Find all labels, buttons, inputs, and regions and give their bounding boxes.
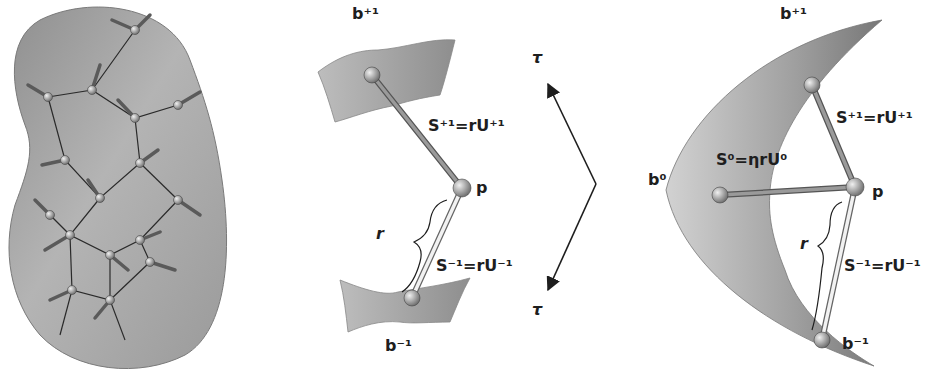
tau-arrows bbox=[548, 84, 596, 290]
surface bbox=[9, 7, 227, 369]
surface-label: b⁰ bbox=[648, 170, 666, 189]
surface-label: b⁺¹ bbox=[352, 4, 379, 23]
network-rods bbox=[28, 15, 200, 318]
brace bbox=[402, 200, 447, 292]
vector-label: S⁻¹=rU⁻¹ bbox=[844, 256, 921, 275]
surface-label: b⁻¹ bbox=[385, 336, 412, 355]
point-label: p bbox=[872, 182, 883, 201]
network-links bbox=[48, 30, 178, 340]
sheet bbox=[318, 40, 455, 122]
point-label: p bbox=[476, 178, 487, 197]
vector-label: S⁺¹=rU⁺¹ bbox=[428, 116, 505, 135]
direction-label: τ bbox=[532, 300, 542, 319]
length-label: r bbox=[800, 234, 808, 253]
sheet bbox=[340, 278, 470, 332]
surface-label: b⁺¹ bbox=[780, 4, 807, 23]
vector-label: S⁺¹=rU⁺¹ bbox=[836, 108, 913, 127]
curved-sheet bbox=[666, 20, 882, 366]
length-label: r bbox=[376, 224, 384, 243]
vector-label: S⁰=ηrU⁰ bbox=[716, 150, 787, 169]
vector-label: S⁻¹=rU⁻¹ bbox=[436, 256, 513, 275]
direction-label: τ bbox=[532, 48, 542, 67]
surface-label: b⁻¹ bbox=[842, 334, 869, 353]
brace bbox=[812, 202, 842, 330]
network-nodes bbox=[44, 26, 183, 305]
rod bbox=[720, 85, 855, 340]
